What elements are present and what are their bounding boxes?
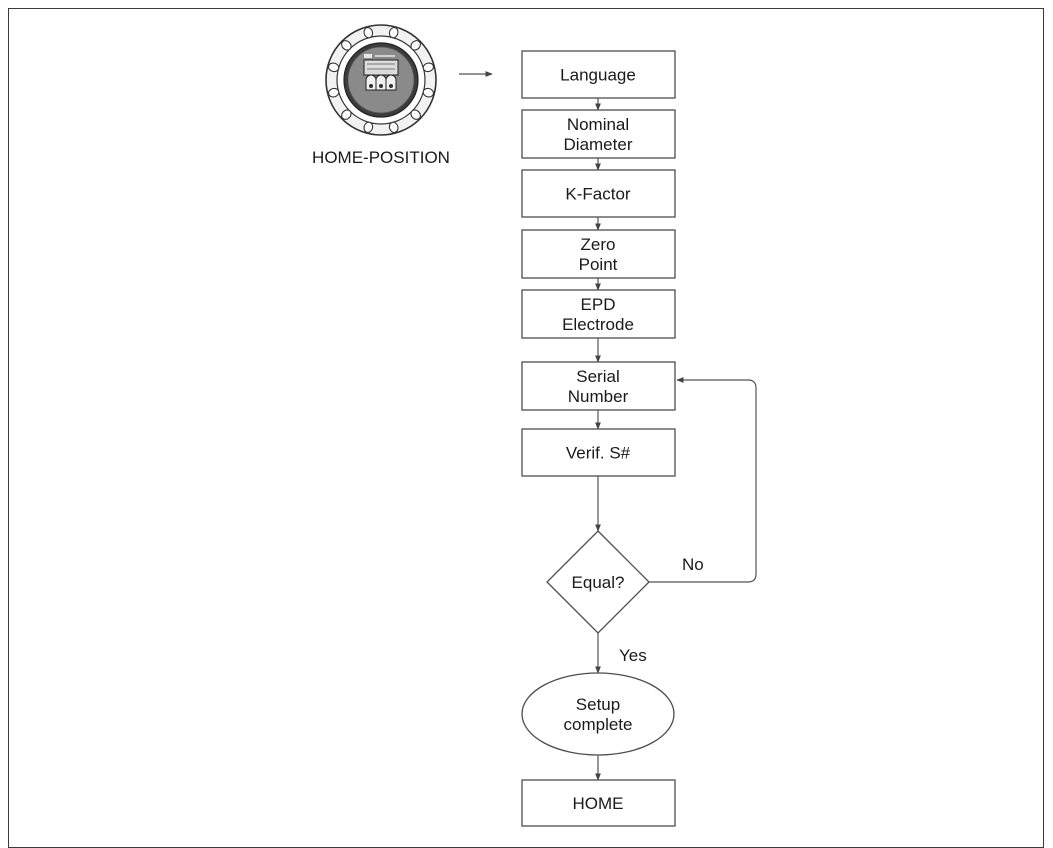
step-serial-number-text: Number [568,387,629,406]
step-zero-point-text: Point [579,255,618,274]
home-position-label: HOME-POSITION [312,148,450,167]
step-box [521,109,676,159]
step-language-text: Language [560,66,636,85]
bolt [341,40,352,51]
bolt [363,26,374,39]
terminal-setup-complete-text: complete [564,715,633,734]
step-epd-electrode-text: Electrode [562,315,634,334]
no-label: No [682,555,704,574]
step-nominal-diameter-text: Diameter [564,135,633,154]
step-box [521,361,676,411]
step-zero-point-text: Zero [581,235,616,254]
terminal-setup-complete-text: Setup [576,695,620,714]
bolt [388,26,399,39]
step-nominal-diameter [521,109,676,159]
step-language [521,50,676,99]
step-home-text: HOME [573,794,624,813]
bolt [422,87,435,98]
step-nominal-diameter-text: Nominal [567,115,629,134]
step-k-factor [521,169,676,218]
bolt [410,40,421,51]
decision-equal-text: Equal? [572,573,625,592]
bolt [327,62,340,73]
bolt [388,121,399,134]
no-loop-arrow [649,377,757,583]
step-epd-electrode-text: EPD [581,295,616,314]
bolt [327,87,340,98]
step-home [521,779,676,827]
device-display-icon [325,24,437,136]
step-box [521,50,676,99]
step-serial-number [521,361,676,411]
step-box [521,779,676,827]
step-k-factor-text: K-Factor [565,185,631,204]
bolt [363,121,374,134]
terminal-setup-complete [521,672,675,756]
bolt [410,109,421,120]
terminal-ellipse [521,672,675,756]
step-box [521,169,676,218]
step-verif-s-text: Verif. S# [566,444,631,463]
yes-label: Yes [619,646,647,665]
step-serial-number-text: Serial [576,367,619,386]
bolt [341,109,352,120]
bolt [422,62,435,73]
